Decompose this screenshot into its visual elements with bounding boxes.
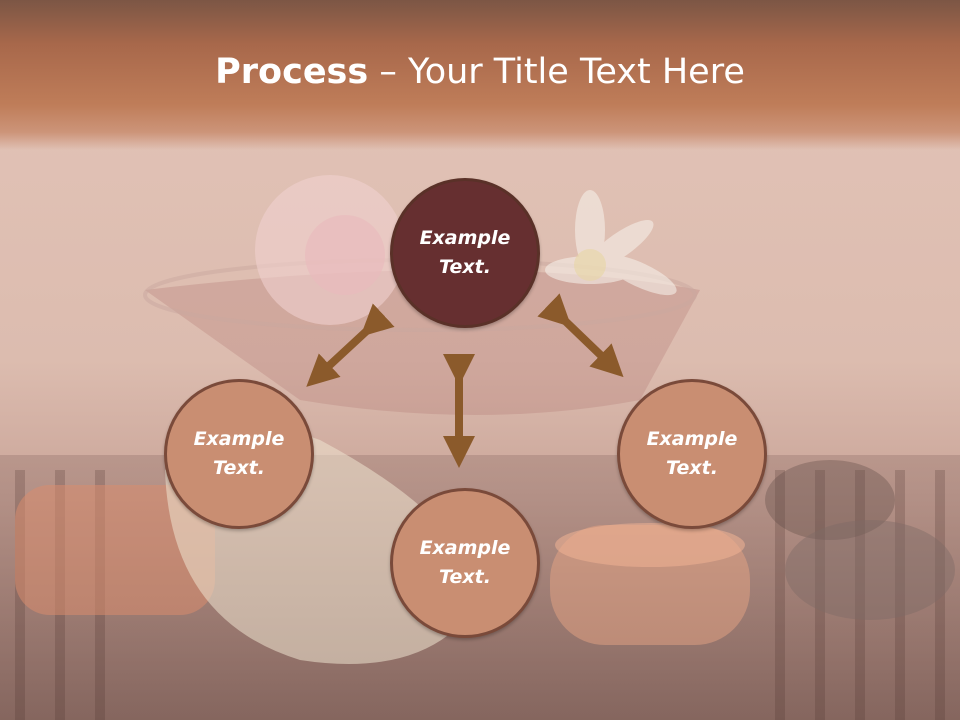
node-label: Example Text. (419, 537, 511, 588)
slide-title: Process – Your Title Text Here (0, 52, 960, 92)
arrow-top-right (537, 293, 624, 378)
arrow-top-left (306, 303, 395, 387)
title-rest: – Your Title Text Here (368, 52, 745, 92)
process-node-top: Example Text. (390, 178, 540, 328)
node-label: Example Text. (193, 428, 285, 479)
process-node-bottom: Example Text. (390, 488, 540, 638)
process-node-left: Example Text. (164, 379, 314, 529)
node-label: Example Text. (419, 227, 511, 278)
process-node-right: Example Text. (617, 379, 767, 529)
title-bar (0, 0, 960, 150)
node-label: Example Text. (646, 428, 738, 479)
title-bold: Process (215, 52, 369, 92)
